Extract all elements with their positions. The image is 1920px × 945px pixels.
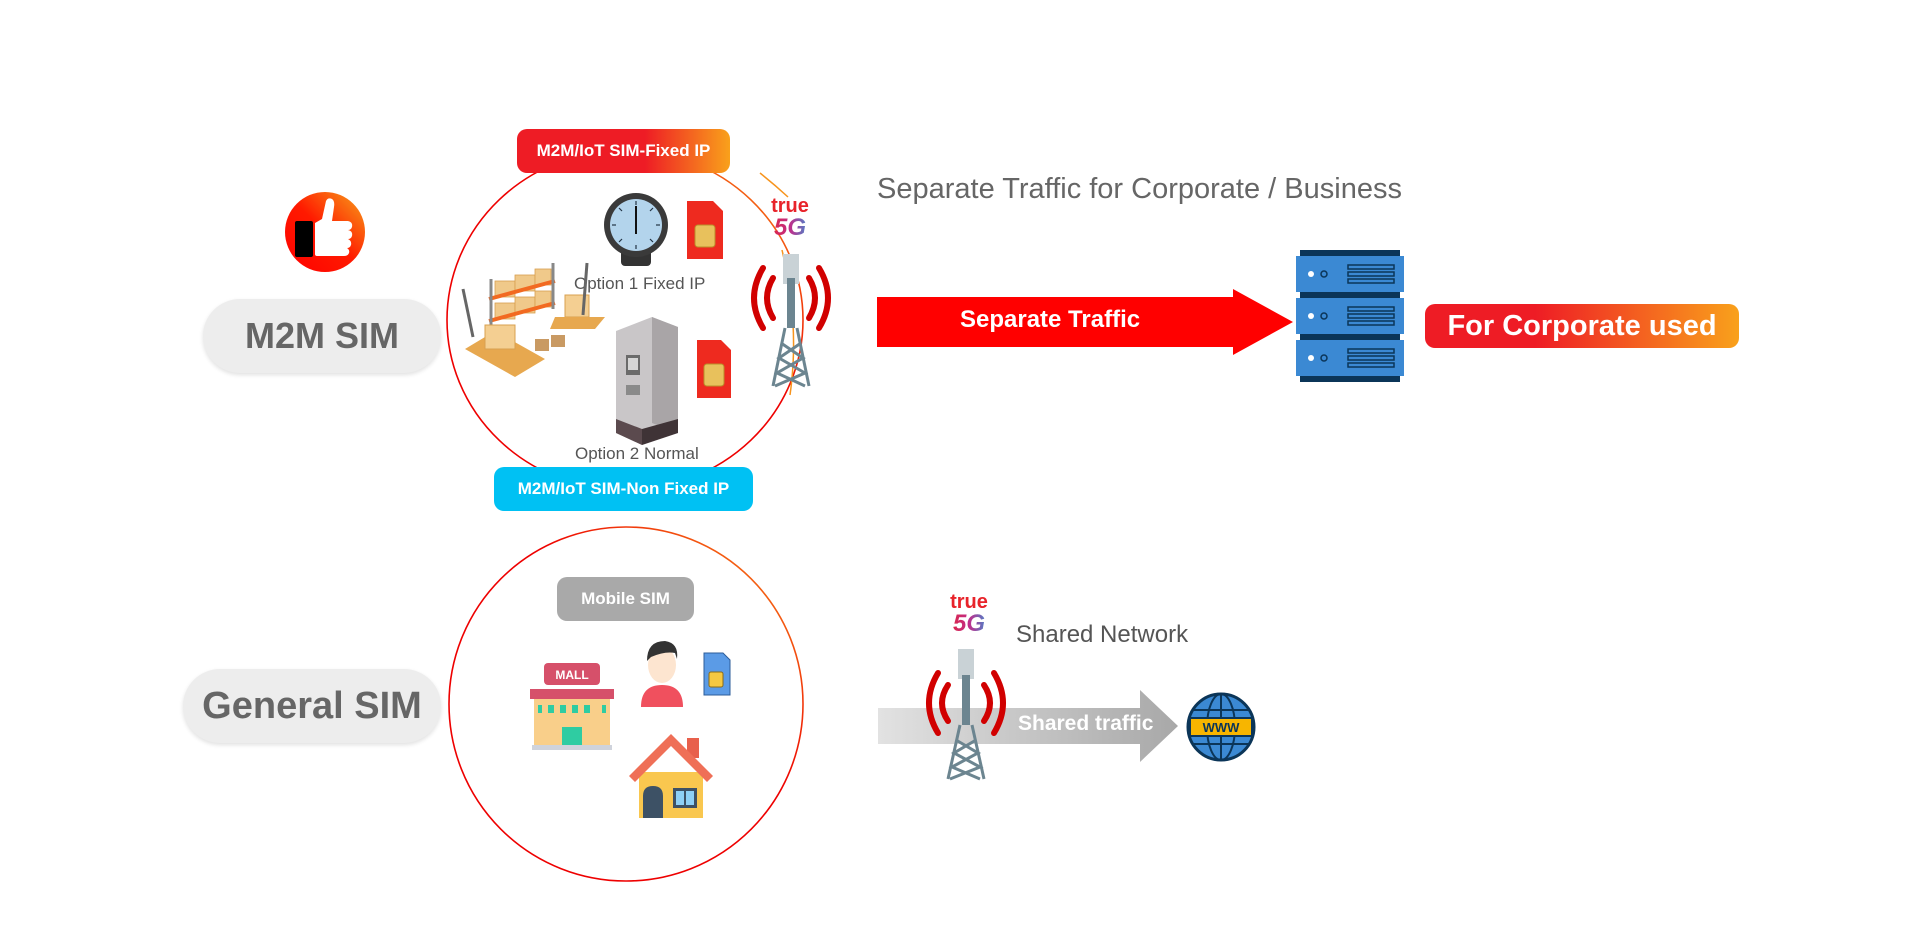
- general-sim-label: General SIM: [202, 684, 422, 727]
- option1-caption: Option 1 Fixed IP: [574, 274, 706, 293]
- thumbs-up-icon: [284, 191, 366, 273]
- corporate-used-tag: For Corporate used: [1425, 304, 1739, 348]
- globe-www-text: WWW: [1203, 720, 1241, 735]
- fixed-ip-tag-label: M2M/IoT SIM-Fixed IP: [536, 141, 711, 160]
- sim-card-icon: [695, 338, 733, 400]
- sim-card-icon: [703, 652, 731, 696]
- logo-true-text: true: [950, 591, 988, 613]
- mall-icon: MALL: [528, 659, 616, 751]
- warehouse-pallet-icon: [455, 259, 610, 384]
- cell-tower-icon: [743, 248, 839, 393]
- logo-5g-text: 5G: [944, 612, 994, 636]
- true-5g-logo: true 5G: [765, 196, 815, 242]
- mall-sign-text: MALL: [555, 668, 588, 682]
- person-icon: [637, 637, 687, 709]
- general-circle: [447, 525, 805, 883]
- separate-traffic-label: Separate Traffic: [960, 306, 1141, 333]
- fixed-ip-tag: M2M/IoT SIM-Fixed IP: [517, 129, 730, 173]
- separate-traffic-arrow: Separate Traffic: [877, 289, 1293, 355]
- atm-icon: [612, 315, 682, 445]
- pressure-gauge-icon: [603, 192, 669, 270]
- mobile-sim-label: Mobile SIM: [581, 589, 670, 608]
- option2-caption: Option 2 Normal: [575, 444, 699, 463]
- true-5g-logo: true 5G: [944, 592, 994, 638]
- shared-traffic-label: Shared traffic: [1018, 712, 1154, 735]
- m2m-sim-label: M2M SIM: [244, 315, 399, 356]
- sim-card-icon: [685, 199, 725, 261]
- globe-www-icon: WWW: [1186, 692, 1256, 762]
- logo-5g-text: 5G: [765, 216, 815, 240]
- non-fixed-ip-tag: M2M/IoT SIM-Non Fixed IP: [494, 467, 753, 511]
- mobile-sim-tag: Mobile SIM: [557, 577, 694, 621]
- cell-tower-icon: [918, 645, 1014, 785]
- corporate-heading: Separate Traffic for Corporate / Busines…: [877, 173, 1402, 205]
- house-icon: [627, 732, 715, 820]
- server-rack-icon: [1296, 250, 1404, 382]
- shared-network-heading: Shared Network: [1016, 621, 1189, 648]
- m2m-sim-pill: M2M SIM: [203, 299, 441, 373]
- corporate-used-label: For Corporate used: [1447, 309, 1717, 342]
- shared-traffic-arrow: Shared traffic: [878, 690, 1178, 762]
- logo-true-text: true: [771, 195, 809, 217]
- non-fixed-ip-tag-label: M2M/IoT SIM-Non Fixed IP: [517, 479, 730, 498]
- general-sim-pill: General SIM: [183, 669, 441, 743]
